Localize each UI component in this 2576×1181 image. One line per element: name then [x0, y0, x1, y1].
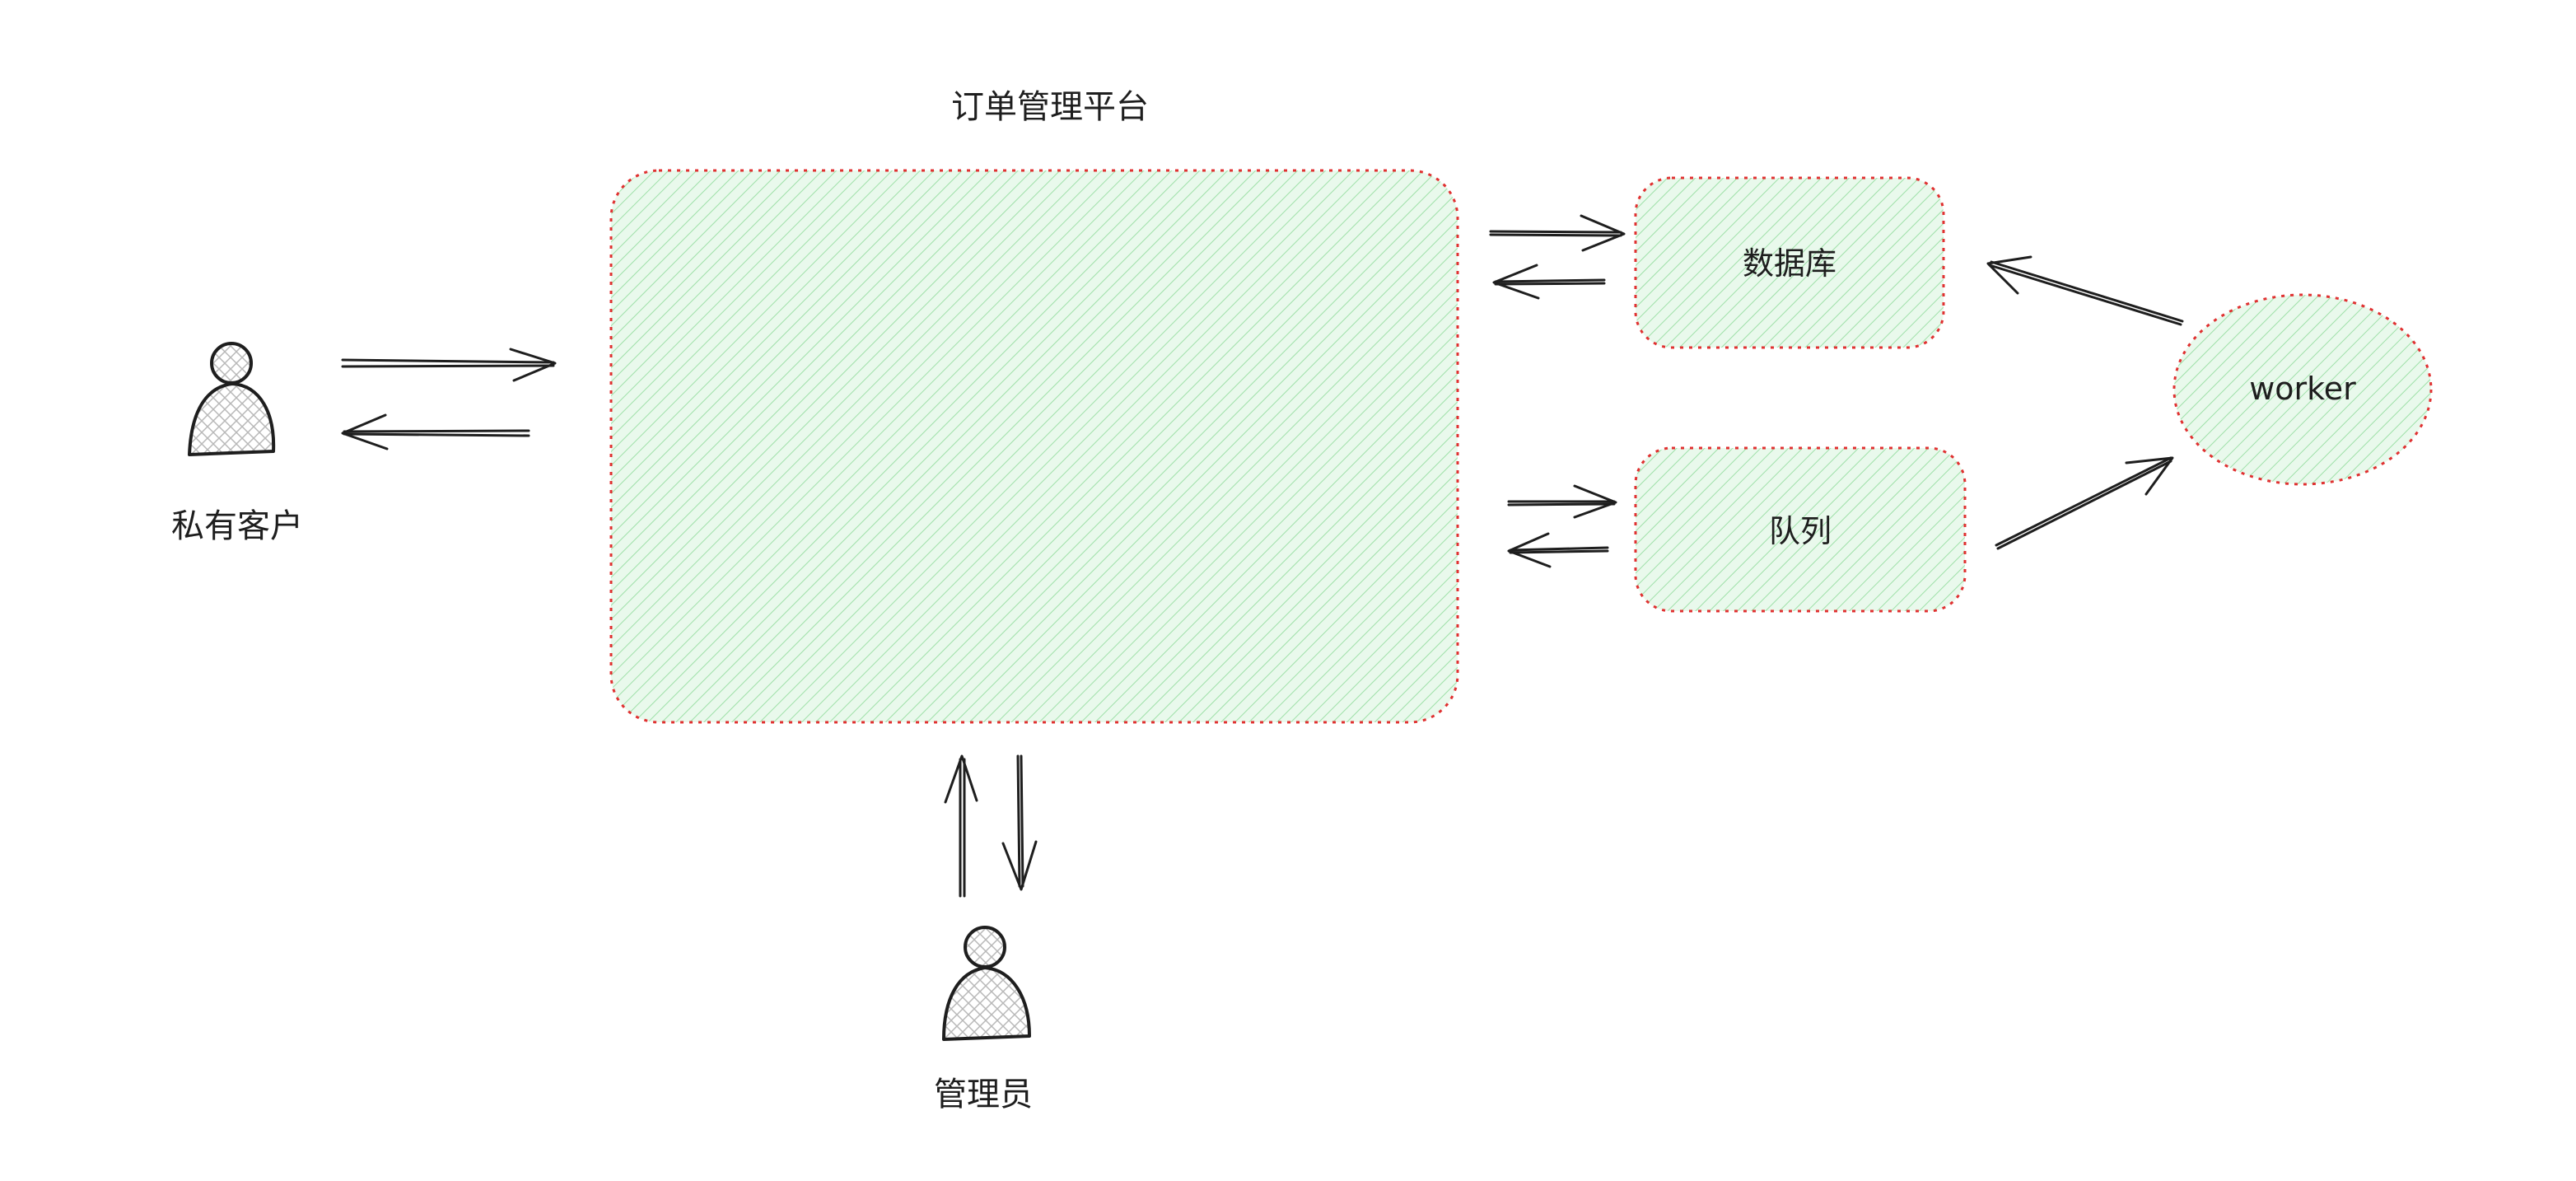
arrow-queue-to-worker: [1995, 456, 2174, 550]
admin-label: 管理员: [934, 1076, 1033, 1113]
database-label: 数据库: [1743, 245, 1836, 282]
queue-node[interactable]: 队列: [1634, 446, 1967, 613]
admin-actor[interactable]: 管理员: [934, 926, 1033, 1113]
platform-box[interactable]: [609, 169, 1459, 724]
arrow-platform-to-customer: [341, 413, 530, 450]
platform-title: 订单管理平台: [951, 88, 1149, 126]
worker-node[interactable]: worker: [2172, 293, 2433, 486]
arrow-admin-to-platform: [944, 754, 978, 898]
arrow-database-to-platform: [1492, 264, 1606, 300]
private-customer-actor[interactable]: 私有客户: [171, 342, 303, 545]
arrow-platform-to-database: [1489, 214, 1626, 252]
person-body: [188, 382, 276, 456]
arrow-worker-to-database: [1986, 255, 2184, 326]
private-customer-label: 私有客户: [171, 507, 303, 545]
arrow-queue-to-platform: [1507, 532, 1609, 568]
arrow-platform-to-queue: [1507, 484, 1617, 519]
person-body: [942, 966, 1031, 1041]
queue-label: 队列: [1769, 513, 1832, 549]
worker-label: worker: [2249, 371, 2356, 407]
arrow-customer-to-platform: [341, 348, 557, 382]
person-head: [964, 926, 1006, 969]
arrow-platform-to-admin: [1001, 754, 1038, 891]
database-node[interactable]: 数据库: [1634, 176, 1945, 349]
person-head: [210, 342, 253, 385]
